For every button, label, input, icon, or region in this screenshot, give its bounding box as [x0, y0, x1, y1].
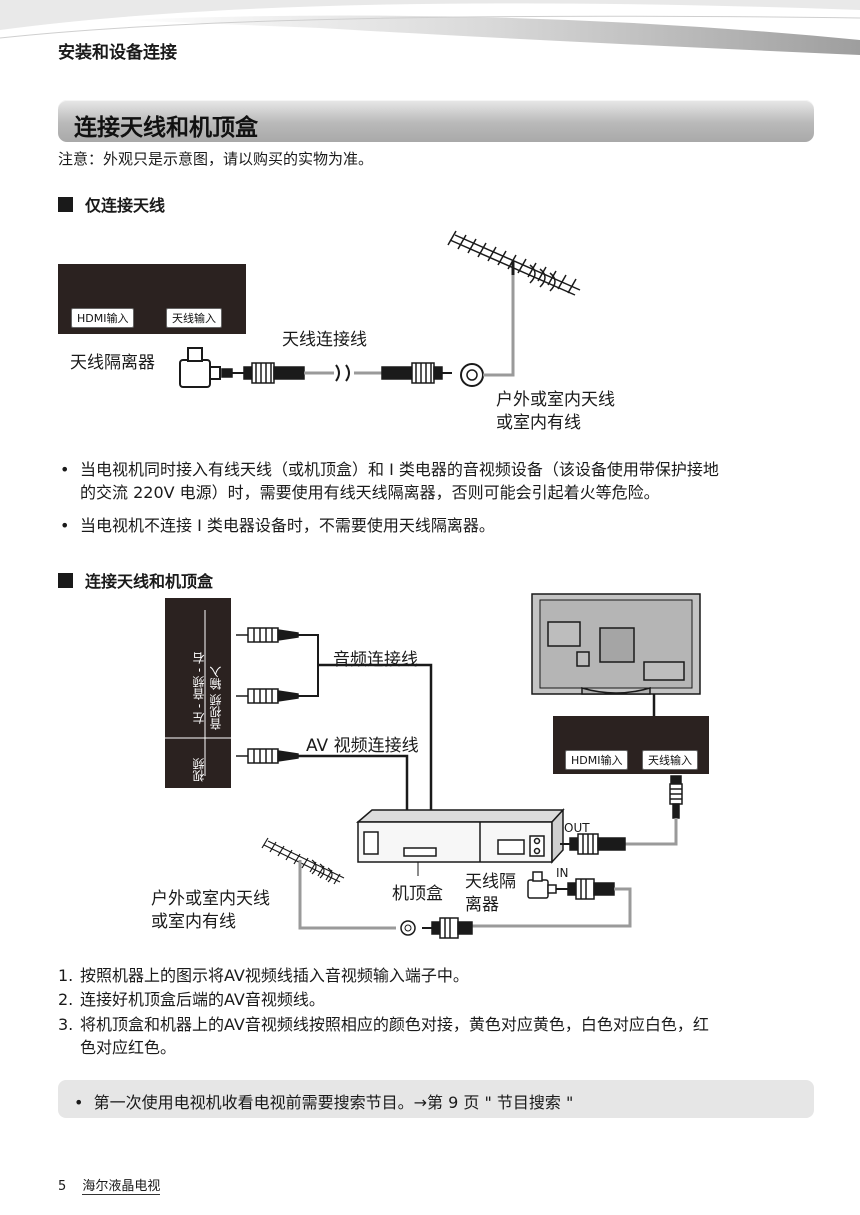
hdmi-input-label: HDMI输入	[565, 750, 629, 770]
av-input-panel	[165, 598, 231, 788]
chapter-title: 安装和设备连接	[58, 43, 177, 63]
isolator-icon	[527, 871, 557, 899]
outdoor-antenna-label-1: 户外或室内天线	[496, 390, 615, 410]
step-3: 3. 将机顶盒和机器上的AV音视频线按照相应的颜色对接，黄色对应黄色，白色对应白…	[58, 1015, 709, 1057]
warning-bullet-2: • 当电视机不连接 I 类电器设备时，不需要使用天线隔离器。	[60, 516, 495, 535]
rca-plug-icon	[236, 627, 299, 643]
av-cable-label: AV 视频连接线	[306, 736, 419, 756]
square-bullet-icon	[58, 572, 73, 588]
header-decoration	[0, 0, 860, 55]
connector-icon	[669, 775, 683, 819]
page-number: 5	[58, 1179, 67, 1194]
connector-icon	[221, 362, 305, 384]
outdoor-antenna-label-2: 或室内有线	[151, 912, 236, 932]
av-input-label: 音视频 输入	[209, 666, 223, 730]
in-label: IN	[556, 866, 569, 880]
stb-icon	[355, 808, 565, 864]
rca-plug-icon	[236, 748, 299, 764]
isolator-icon	[179, 347, 221, 388]
page-footer: 5 海尔液晶电视	[58, 1175, 161, 1195]
square-bullet-icon	[58, 196, 73, 212]
antenna-input-label: 天线输入	[642, 750, 698, 770]
antenna-stb-diagram	[165, 593, 709, 939]
isolator-label-2: 离器	[465, 895, 499, 915]
tv-icon	[531, 593, 701, 695]
hint-box	[58, 1080, 814, 1118]
outdoor-antenna-label-1: 户外或室内天线	[151, 889, 270, 909]
step-2: 2. 连接好机顶盒后端的AV音视频线。	[58, 990, 325, 1009]
antenna-cable-label: 天线连接线	[282, 330, 367, 350]
disclaimer-note: 注意：外观只是示意图，请以购买的实物为准。	[58, 150, 374, 168]
rca-plug-icon	[236, 688, 299, 704]
connector-icon	[556, 878, 615, 900]
stb-label: 机顶盒	[392, 884, 443, 904]
audio-input-label: 左 - 音频 - 右	[192, 652, 206, 724]
out-label: OUT	[564, 821, 590, 835]
antenna-icon	[447, 230, 581, 296]
connector-icon	[560, 833, 626, 855]
subsection-heading-antenna: 仅连接天线	[58, 192, 165, 216]
antenna-input-label: 天线输入	[166, 308, 222, 328]
connector-icon	[381, 362, 452, 384]
antenna-icon	[261, 837, 345, 885]
connector-icon	[422, 917, 473, 939]
isolator-label-1: 天线隔	[465, 872, 516, 892]
video-input-label: 视频	[192, 758, 206, 782]
subsection-heading-stb: 连接天线和机顶盒	[58, 568, 213, 592]
section-title: 连接天线和机顶盒	[74, 115, 258, 141]
footer-brand: 海尔液晶电视	[82, 1179, 161, 1195]
hdmi-input-label: HDMI输入	[71, 308, 135, 328]
warning-bullet-1: • 当电视机同时接入有线天线（或机顶盒）和 I 类电器的音视频设备（该设备使用带…	[60, 460, 719, 502]
outdoor-antenna-label-2: 或室内有线	[496, 413, 581, 433]
isolator-label: 天线隔离器	[70, 353, 155, 373]
section-title-bar	[58, 100, 814, 142]
step-1: 1. 按照机器上的图示将AV视频线插入音视频输入端子中。	[58, 966, 469, 985]
audio-cable-label: 音频连接线	[333, 650, 418, 670]
hint-text: • 第一次使用电视机收看电视前需要搜索节目。→第 9 页 " 节目搜索 "	[74, 1093, 574, 1112]
